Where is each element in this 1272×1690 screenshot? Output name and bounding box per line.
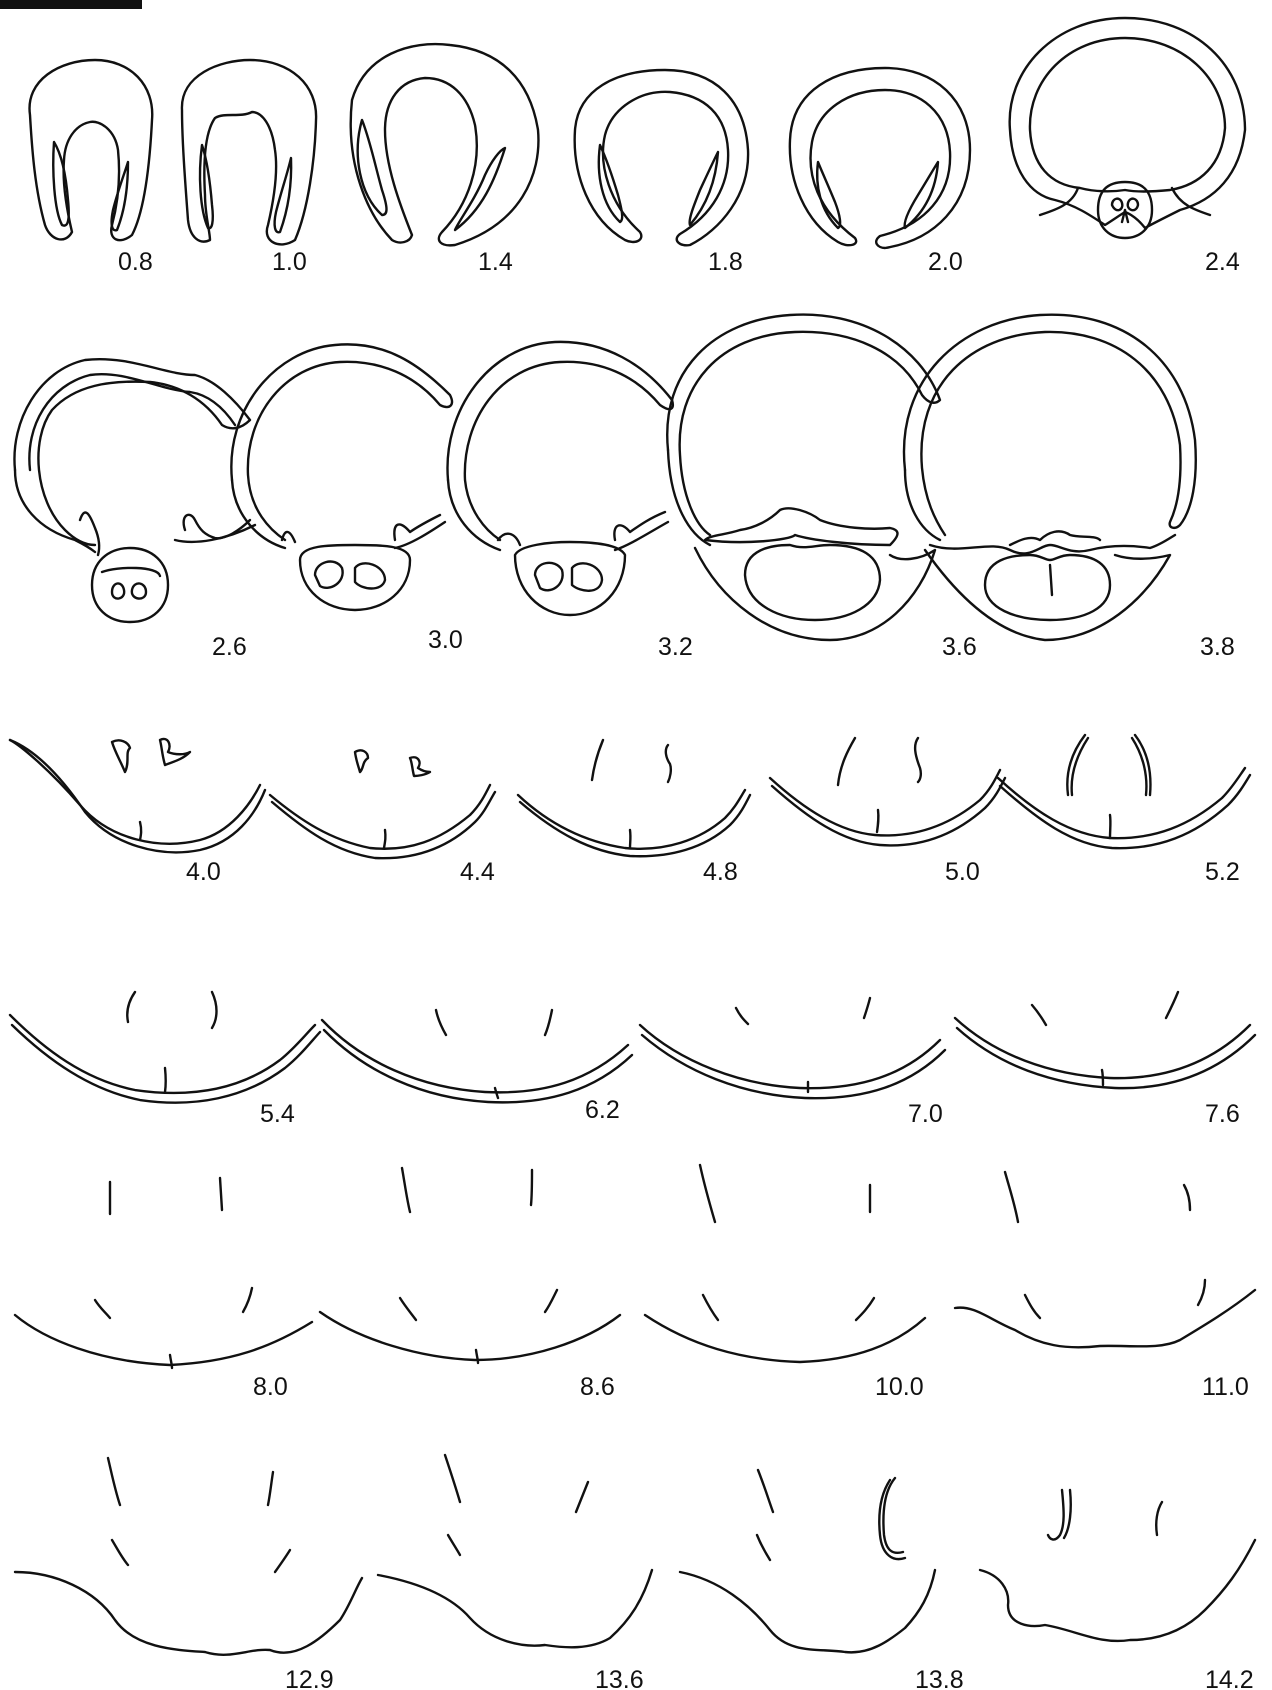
scale-bar xyxy=(0,0,142,9)
section-4-0 xyxy=(10,739,265,852)
section-3-2 xyxy=(447,342,672,615)
section-5-2 xyxy=(998,735,1250,848)
section-4-4 xyxy=(270,750,495,858)
section-2-0 xyxy=(790,68,970,248)
label-12-9: 12.9 xyxy=(285,1666,334,1690)
label-3-8: 3.8 xyxy=(1200,633,1235,661)
label-1-8: 1.8 xyxy=(708,248,743,276)
label-8-0: 8.0 xyxy=(253,1373,288,1401)
label-2-6: 2.6 xyxy=(212,633,247,661)
section-8-0 xyxy=(15,1178,312,1368)
label-1-0: 1.0 xyxy=(272,248,307,276)
label-2-0: 2.0 xyxy=(928,248,963,276)
section-1-4 xyxy=(351,44,539,245)
section-6-2 xyxy=(322,1010,632,1102)
label-13-6: 13.6 xyxy=(595,1666,644,1690)
section-8-6 xyxy=(320,1168,620,1363)
section-13-6 xyxy=(378,1455,652,1647)
label-11-0: 11.0 xyxy=(1202,1373,1249,1401)
label-3-0: 3.0 xyxy=(428,626,463,654)
section-2-6 xyxy=(14,359,255,622)
label-5-2: 5.2 xyxy=(1205,858,1240,886)
section-7-0 xyxy=(640,998,945,1098)
label-0-8: 0.8 xyxy=(118,248,153,276)
label-7-6: 7.6 xyxy=(1205,1100,1240,1128)
section-4-8 xyxy=(518,740,750,856)
label-3-6: 3.6 xyxy=(942,633,977,661)
section-5-4 xyxy=(10,992,320,1103)
section-1-8 xyxy=(575,70,748,245)
section-3-0 xyxy=(231,344,452,610)
section-3-6 xyxy=(667,315,940,640)
label-13-8: 13.8 xyxy=(915,1666,964,1690)
section-5-0 xyxy=(770,738,1005,845)
label-5-4: 5.4 xyxy=(260,1100,295,1128)
section-11-0 xyxy=(955,1172,1255,1347)
label-6-2: 6.2 xyxy=(585,1096,620,1124)
label-4-0: 4.0 xyxy=(186,858,221,886)
section-7-6 xyxy=(955,992,1255,1088)
section-2-4 xyxy=(1010,18,1245,238)
section-3-8 xyxy=(904,315,1196,640)
section-10-0 xyxy=(645,1165,925,1362)
label-4-8: 4.8 xyxy=(703,858,738,886)
section-1-0 xyxy=(182,60,316,244)
label-2-4: 2.4 xyxy=(1205,248,1240,276)
label-3-2: 3.2 xyxy=(658,633,693,661)
label-4-4: 4.4 xyxy=(460,858,495,886)
label-5-0: 5.0 xyxy=(945,858,980,886)
section-12-9 xyxy=(15,1458,362,1655)
label-10-0: 10.0 xyxy=(875,1373,924,1401)
label-8-6: 8.6 xyxy=(580,1373,615,1401)
section-14-2 xyxy=(980,1490,1255,1641)
section-labels: 0.8 1.0 1.4 1.8 2.0 2.4 2.6 3.0 3.2 3.6 … xyxy=(118,248,1254,1690)
label-7-0: 7.0 xyxy=(908,1100,943,1128)
section-0-8 xyxy=(30,60,153,240)
section-13-8 xyxy=(680,1470,935,1652)
label-14-2: 14.2 xyxy=(1205,1666,1254,1690)
label-1-4: 1.4 xyxy=(478,248,513,276)
